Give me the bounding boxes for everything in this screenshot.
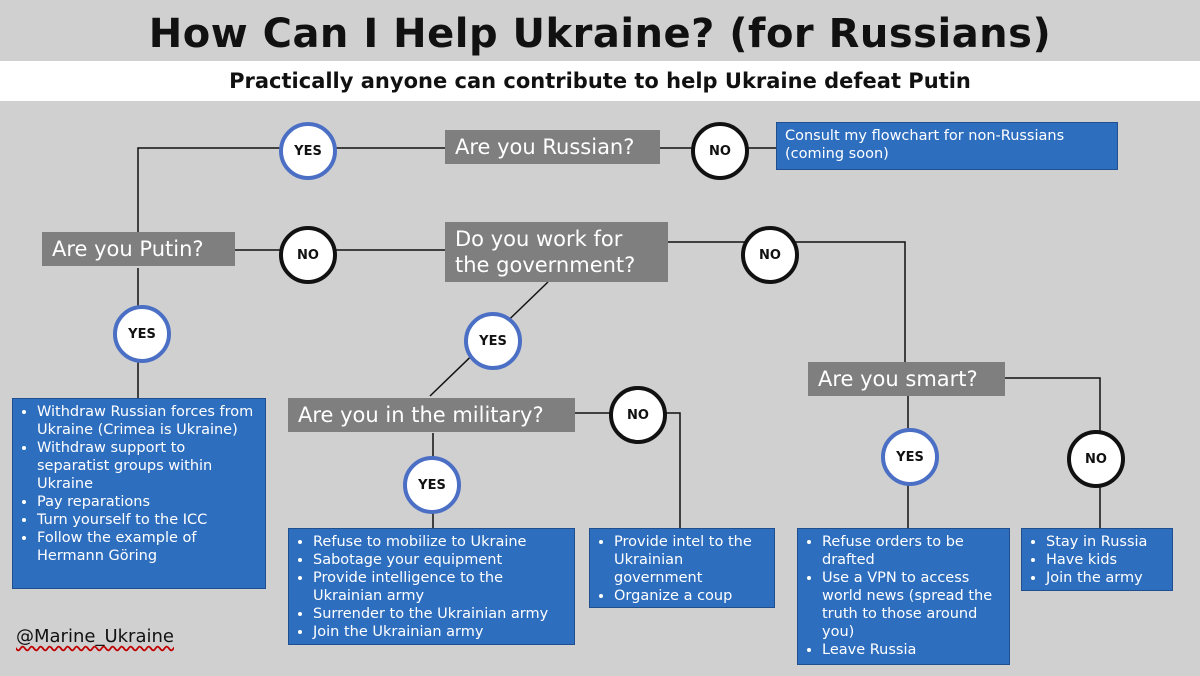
list-item: Surrender to the Ukrainian army bbox=[313, 605, 566, 623]
question-government-line1: Do you work for bbox=[455, 227, 623, 251]
answer-no-smart: NO bbox=[1067, 430, 1125, 488]
list-item: Organize a coup bbox=[614, 587, 766, 605]
answer-no-government: NO bbox=[741, 226, 799, 284]
list-item: Withdraw support to separatist groups wi… bbox=[37, 439, 257, 493]
list-item: Follow the example of Hermann Göring bbox=[37, 529, 257, 565]
answer-yes-russian: YES bbox=[279, 122, 337, 180]
list-item: Provide intel to the Ukrainian governmen… bbox=[614, 533, 766, 587]
outcome-non-russian-text: Consult my flowchart for non-Russians (c… bbox=[785, 128, 1065, 162]
question-military: Are you in the military? bbox=[288, 398, 575, 432]
list-item: Withdraw Russian forces from Ukraine (Cr… bbox=[37, 403, 257, 439]
list-item: Stay in Russia bbox=[1046, 533, 1164, 551]
answer-yes-military: YES bbox=[403, 456, 461, 514]
question-government-line2: the government? bbox=[455, 253, 636, 277]
list-item: Provide intelligence to the Ukrainian ar… bbox=[313, 569, 566, 605]
outcome-smart-yes: Refuse orders to be drafted Use a VPN to… bbox=[797, 528, 1010, 665]
list-item: Refuse orders to be drafted bbox=[822, 533, 1001, 569]
answer-no-military: NO bbox=[609, 386, 667, 444]
list-item: Use a VPN to access world news (spread t… bbox=[822, 569, 1001, 641]
answer-yes-putin: YES bbox=[113, 305, 171, 363]
question-smart: Are you smart? bbox=[808, 362, 1005, 396]
outcome-non-russian: Consult my flowchart for non-Russians (c… bbox=[776, 122, 1118, 170]
list-item: Leave Russia bbox=[822, 641, 1001, 659]
question-government: Do you work for the government? bbox=[445, 222, 668, 282]
list-item: Refuse to mobilize to Ukraine bbox=[313, 533, 566, 551]
outcome-military-yes: Refuse to mobilize to Ukraine Sabotage y… bbox=[288, 528, 575, 645]
list-item: Turn yourself to the ICC bbox=[37, 511, 257, 529]
answer-yes-government: YES bbox=[464, 312, 522, 370]
outcome-putin-yes: Withdraw Russian forces from Ukraine (Cr… bbox=[12, 398, 266, 589]
list-item: Sabotage your equipment bbox=[313, 551, 566, 569]
answer-no-russian: NO bbox=[691, 122, 749, 180]
question-putin: Are you Putin? bbox=[42, 232, 235, 266]
answer-yes-smart: YES bbox=[881, 428, 939, 486]
answer-no-putin: NO bbox=[279, 226, 337, 284]
list-item: Have kids bbox=[1046, 551, 1164, 569]
line-russian-putin bbox=[137, 147, 445, 232]
author-handle: @Marine_Ukraine bbox=[16, 626, 174, 647]
list-item: Join the army bbox=[1046, 569, 1164, 587]
outcome-military-no: Provide intel to the Ukrainian governmen… bbox=[589, 528, 775, 608]
question-russian: Are you Russian? bbox=[445, 130, 660, 164]
list-item: Pay reparations bbox=[37, 493, 257, 511]
outcome-smart-no: Stay in Russia Have kids Join the army bbox=[1021, 528, 1173, 591]
list-item: Join the Ukrainian army bbox=[313, 623, 566, 641]
page-title: How Can I Help Ukraine? (for Russians) bbox=[0, 0, 1200, 60]
page-subtitle: Practically anyone can contribute to hel… bbox=[0, 61, 1200, 101]
